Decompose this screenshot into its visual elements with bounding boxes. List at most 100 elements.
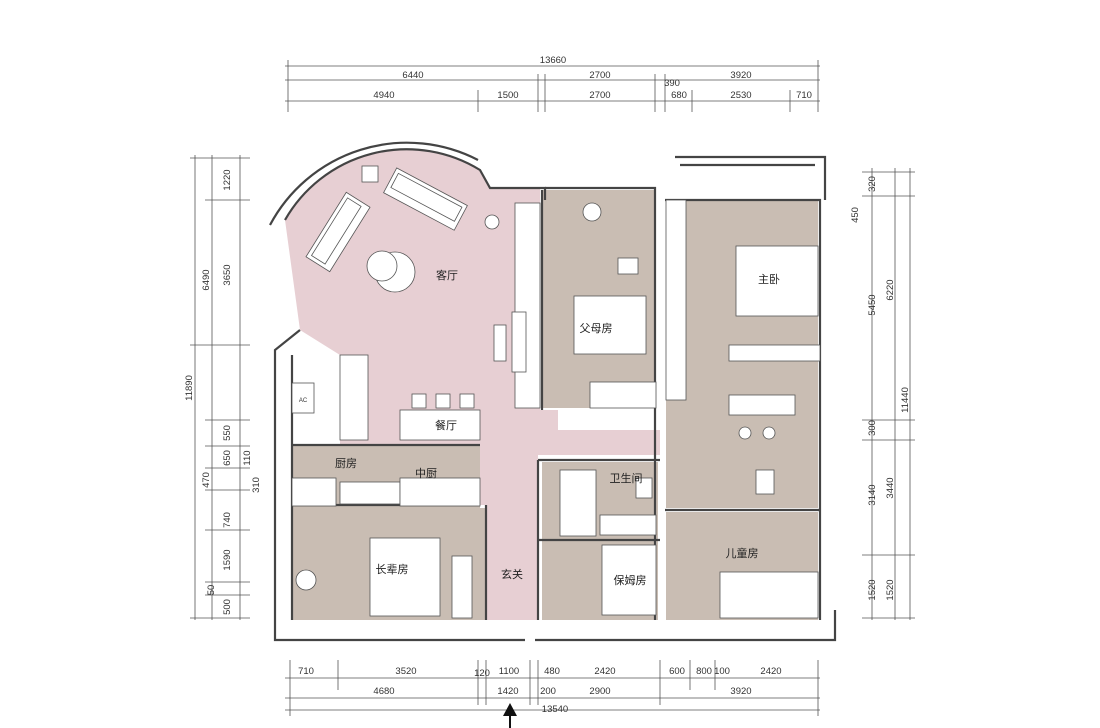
dim-right-i: 1520 (885, 579, 896, 600)
dim-left-a: 6490 (201, 269, 212, 290)
toilet-icon (635, 477, 653, 499)
dim-bot-b: 3520 (395, 666, 416, 677)
dim-right-c: 5450 (867, 294, 878, 315)
dim-right-a: 320 (867, 176, 878, 192)
dim-left-g: 470 (201, 472, 212, 488)
label-master: 主卧 (758, 273, 780, 286)
wardrobe-icon (719, 571, 819, 619)
dim-right-h: 1520 (867, 579, 878, 600)
cabinet-icon (451, 555, 473, 619)
bottom-dimensions: 710 3520 120 1100 480 2420 600 800 100 2… (285, 660, 820, 716)
shower-icon (559, 469, 597, 537)
left-dimensions: 11890 6490 1220 3650 550 650 110 470 310… (184, 155, 262, 620)
dim-bot-e: 480 (544, 666, 560, 677)
dim-bot-m: 200 (540, 686, 556, 697)
dim-bot-j: 2420 (760, 666, 781, 677)
cabinet-icon (493, 324, 507, 362)
dim-bot-i: 100 (714, 666, 730, 677)
dim-bot-f: 2420 (594, 666, 615, 677)
dim-right-d: 6220 (885, 279, 896, 300)
dim-top-b: 2700 (589, 70, 610, 81)
desk-icon (617, 257, 639, 275)
label-nanny: 保姆房 (614, 573, 647, 587)
cabinet-icon (665, 199, 687, 401)
dim-bot-total: 13540 (542, 704, 568, 715)
side-table-icon (361, 165, 379, 183)
dim-right-total: 11440 (900, 387, 911, 413)
dim-bot-a: 710 (298, 666, 314, 677)
dim-left-i: 740 (222, 512, 233, 528)
label-parents: 父母房 (580, 322, 613, 335)
dim-left-d: 550 (222, 425, 233, 441)
label-kitchen: 厨房 (335, 457, 357, 470)
sink-icon (738, 426, 752, 440)
dim-top-d: 3920 (730, 70, 751, 81)
chair-icon (411, 393, 475, 409)
room-labels: 客厅 父母房 主卧 餐厅 厨房 中厨 卫生间 长辈房 玄关 保姆房 儿童房 (335, 268, 780, 587)
dim-left-total: 11890 (184, 375, 195, 401)
bed-icon (573, 295, 647, 355)
dim-bot-o: 3920 (730, 686, 751, 697)
dim-bot-l: 1420 (497, 686, 518, 697)
dim-top-h: 680 (671, 90, 687, 101)
dim-right-g: 3440 (885, 477, 896, 498)
dim-bot-g: 600 (669, 666, 685, 677)
round-table-icon (366, 250, 398, 282)
dim-top-total: 13660 (540, 55, 566, 66)
label-dining: 餐厅 (435, 418, 457, 432)
dim-left-k: 50 (206, 585, 217, 596)
counter-icon (339, 481, 401, 505)
cabinet-icon (589, 381, 657, 409)
dim-bot-k: 4680 (373, 686, 394, 697)
dim-left-h: 310 (251, 477, 262, 493)
dim-bot-h: 800 (696, 666, 712, 677)
bed-icon (601, 544, 657, 616)
plant-icon (484, 214, 500, 230)
sink-icon (762, 426, 776, 440)
bed-icon (369, 537, 441, 617)
dim-left-l: 500 (222, 599, 233, 615)
sofa-icon (383, 167, 468, 231)
dim-top-j: 710 (796, 90, 812, 101)
label-living: 客厅 (436, 268, 458, 282)
dim-top-g: 2700 (589, 90, 610, 101)
dim-top-e: 4940 (373, 90, 394, 101)
dim-bot-c: 120 (474, 668, 490, 679)
label-mid-kitchen: 中厨 (415, 467, 437, 480)
dim-bot-d: 1100 (499, 666, 519, 677)
dim-right-b: 450 (850, 207, 861, 223)
label-foyer: 玄关 (501, 567, 523, 581)
label-kids: 儿童房 (726, 546, 759, 560)
dim-top-a: 6440 (402, 70, 423, 81)
vanity-icon (599, 514, 657, 536)
dim-top-i: 2530 (730, 90, 751, 101)
cabinet-icon (339, 354, 369, 441)
label-elders: 长辈房 (376, 562, 409, 576)
right-dimensions: 320 450 5450 6220 300 3140 3440 1520 152… (850, 168, 915, 620)
counter-icon (399, 477, 481, 507)
cabinet-icon (728, 344, 821, 362)
cabinet-icon (728, 394, 796, 416)
top-dimensions: 13660 6440 2700 390 3920 4940 1500 2700 … (285, 55, 820, 112)
dim-top-f: 1500 (497, 90, 518, 101)
bed-icon (735, 245, 819, 317)
cabinet-icon (514, 202, 541, 409)
dim-right-f: 3140 (867, 484, 878, 505)
dim-bot-n: 2900 (589, 686, 610, 697)
dim-left-f: 110 (242, 450, 253, 465)
chair-icon (582, 202, 602, 222)
furniture: AC (291, 165, 821, 619)
dim-left-b: 1220 (222, 169, 233, 190)
label-bathroom: 卫生间 (610, 471, 643, 485)
dining-table-icon (399, 409, 481, 441)
dim-left-e: 650 (222, 450, 233, 466)
chair-icon (295, 569, 317, 591)
ac-unit-icon (291, 382, 315, 414)
dim-left-c: 3650 (222, 264, 233, 285)
piano-icon (511, 311, 527, 373)
dim-left-j: 1590 (222, 549, 233, 570)
dim-top-c: 390 (664, 78, 680, 89)
toilet-icon (755, 469, 775, 495)
dim-right-e: 300 (867, 420, 878, 436)
